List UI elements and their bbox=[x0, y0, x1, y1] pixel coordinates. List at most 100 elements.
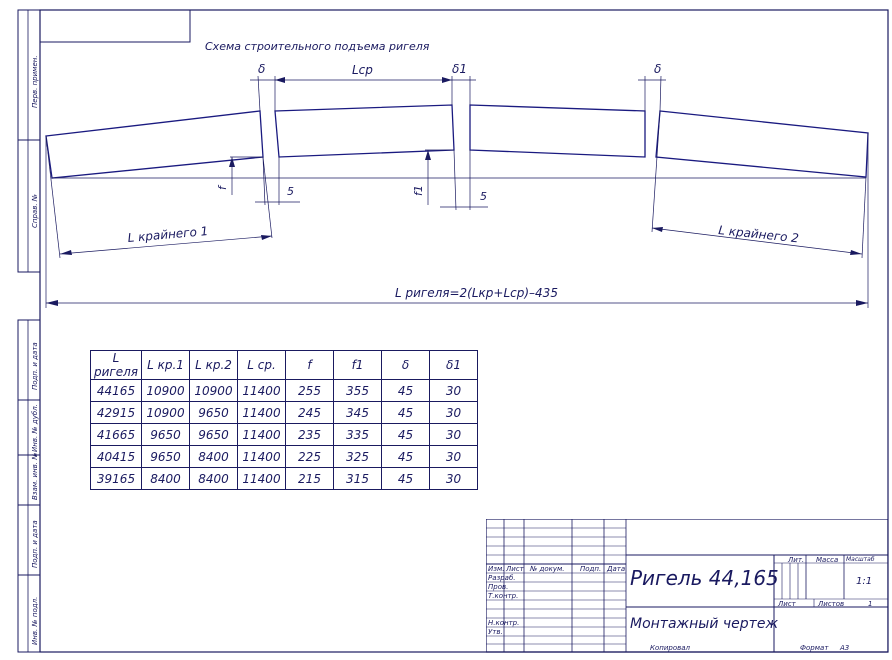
table-cell: 335 bbox=[333, 423, 382, 446]
tb-header-list: Лист bbox=[506, 565, 524, 573]
table-cell: 9650 bbox=[141, 445, 190, 468]
side-label-6: Подп. и дата bbox=[31, 520, 39, 568]
tb-sheets: Листов bbox=[818, 600, 845, 608]
tb-scale: 1:1 bbox=[856, 576, 873, 587]
table-cell: 10900 bbox=[141, 379, 190, 402]
table-cell: 30 bbox=[429, 445, 478, 468]
table-cell: 45 bbox=[381, 379, 430, 402]
table-cell: 11400 bbox=[237, 379, 286, 402]
dim-gap-mid: 5 bbox=[480, 190, 487, 203]
tb-copied: Копировал bbox=[650, 644, 690, 652]
table-cell: 11400 bbox=[237, 467, 286, 490]
table-cell: 8400 bbox=[189, 445, 238, 468]
dim-delta-left: δ bbox=[258, 62, 265, 76]
table-cell: 11400 bbox=[237, 445, 286, 468]
table-cell: 325 bbox=[333, 445, 382, 468]
table-cell: 9650 bbox=[141, 423, 190, 446]
table-header-cell: f bbox=[285, 350, 334, 380]
table-cell: 8400 bbox=[189, 467, 238, 490]
dimension-lines bbox=[45, 75, 869, 308]
dim-delta1: δ1 bbox=[452, 62, 467, 76]
tb-role-checker: Пров. bbox=[488, 583, 509, 591]
table-cell: 44165 bbox=[90, 379, 142, 402]
table-cell: 255 bbox=[285, 379, 334, 402]
side-label-1: Перв. примен. bbox=[31, 55, 39, 108]
table-cell: 40415 bbox=[90, 445, 142, 468]
table-cell: 215 bbox=[285, 467, 334, 490]
tb-header-sign: Подп. bbox=[580, 565, 602, 573]
tb-header-doc: № докум. bbox=[530, 565, 565, 573]
side-label-7: Инв. № подл. bbox=[31, 597, 39, 645]
tb-header-date: Дата bbox=[607, 565, 626, 573]
table-header-cell: f1 bbox=[333, 350, 382, 380]
tb-role-developer: Разраб. bbox=[488, 574, 516, 582]
table-cell: 10900 bbox=[189, 379, 238, 402]
table-cell: 11400 bbox=[237, 423, 286, 446]
tb-mass: Масса bbox=[816, 556, 839, 564]
table-row: 44165 10900 10900 11400 255 355 45 30 bbox=[90, 379, 478, 402]
table-cell: 225 bbox=[285, 445, 334, 468]
table-cell: 42915 bbox=[90, 401, 142, 424]
dim-l-total: L ригеля=2(Lкр+Lср)–435 bbox=[395, 286, 558, 300]
side-label-3: Подп. и дата bbox=[31, 342, 39, 390]
side-label-2: Справ. № bbox=[31, 194, 39, 228]
table-cell: 235 bbox=[285, 423, 334, 446]
scheme-title: Схема строительного подъема ригеля bbox=[205, 40, 430, 53]
table-cell: 45 bbox=[381, 401, 430, 424]
beam-end-1 bbox=[45, 110, 264, 179]
tb-role-tcontrol: Т.контр. bbox=[488, 592, 519, 600]
tb-lit: Лит. bbox=[788, 556, 805, 564]
dim-delta-right: δ bbox=[654, 62, 661, 76]
dim-l-end2: L крайнего 2 bbox=[718, 223, 800, 245]
table-row: 40415 9650 8400 11400 225 325 45 30 bbox=[90, 445, 478, 468]
table-header-cell: L ср. bbox=[237, 350, 286, 380]
table-row: 42915 10900 9650 11400 245 345 45 30 bbox=[90, 401, 478, 424]
dim-l-end1: L крайнего 1 bbox=[127, 224, 209, 245]
table-header-row: L ригеля L кр.1 L кр.2 L ср. f f1 δ δ1 bbox=[90, 350, 478, 380]
table-cell: 8400 bbox=[141, 467, 190, 490]
dim-gap-left: 5 bbox=[287, 185, 294, 198]
beam-end-2 bbox=[655, 110, 869, 178]
table-cell: 45 bbox=[381, 467, 430, 490]
arrow-heads bbox=[46, 77, 868, 306]
table-cell: 30 bbox=[429, 467, 478, 490]
table-header-cell: L ригеля bbox=[90, 350, 142, 380]
table-row: 39165 8400 8400 11400 215 315 45 30 bbox=[90, 467, 478, 490]
table-header-cell: L кр.2 bbox=[189, 350, 238, 380]
tb-sheets-count: 1 bbox=[868, 600, 873, 608]
tb-role-ncontrol: Н.контр. bbox=[488, 619, 520, 627]
table-header-cell: δ bbox=[381, 350, 430, 380]
table-cell: 315 bbox=[333, 467, 382, 490]
table-cell: 10900 bbox=[141, 401, 190, 424]
dim-l-cp: Lср bbox=[352, 63, 373, 77]
table-cell: 45 bbox=[381, 445, 430, 468]
table-cell: 41665 bbox=[90, 423, 142, 446]
beam-mid-2 bbox=[469, 104, 646, 158]
title-block bbox=[486, 519, 888, 653]
table-cell: 355 bbox=[333, 379, 382, 402]
table-cell: 45 bbox=[381, 423, 430, 446]
beam-mid-1 bbox=[274, 104, 455, 158]
table-header-cell: δ1 bbox=[429, 350, 478, 380]
table-cell: 9650 bbox=[189, 423, 238, 446]
dim-f: f bbox=[216, 184, 229, 190]
tb-header-izm: Изм. bbox=[488, 565, 505, 573]
tb-format-label: Формат bbox=[800, 644, 829, 652]
beam-table: L ригеля L кр.1 L кр.2 L ср. f f1 δ δ1 4… bbox=[90, 350, 478, 490]
table-cell: 9650 bbox=[189, 401, 238, 424]
dim-f1: f1 bbox=[412, 185, 425, 196]
side-label-4: Инв. № дубл. bbox=[31, 404, 39, 452]
tb-sheet: Лист bbox=[778, 600, 796, 608]
table-row: 41665 9650 9650 11400 235 335 45 30 bbox=[90, 423, 478, 446]
table-cell: 11400 bbox=[237, 401, 286, 424]
tb-role-approved: Утв. bbox=[488, 628, 503, 636]
table-cell: 30 bbox=[429, 401, 478, 424]
table-cell: 39165 bbox=[90, 467, 142, 490]
tb-scale-label: Масштаб bbox=[846, 556, 875, 563]
beam-segments bbox=[45, 104, 869, 179]
table-cell: 245 bbox=[285, 401, 334, 424]
drawing-title: Ригель 44,165 bbox=[630, 566, 779, 590]
table-cell: 345 bbox=[333, 401, 382, 424]
table-cell: 30 bbox=[429, 379, 478, 402]
drawing-subtitle: Монтажный чертеж bbox=[630, 616, 779, 632]
